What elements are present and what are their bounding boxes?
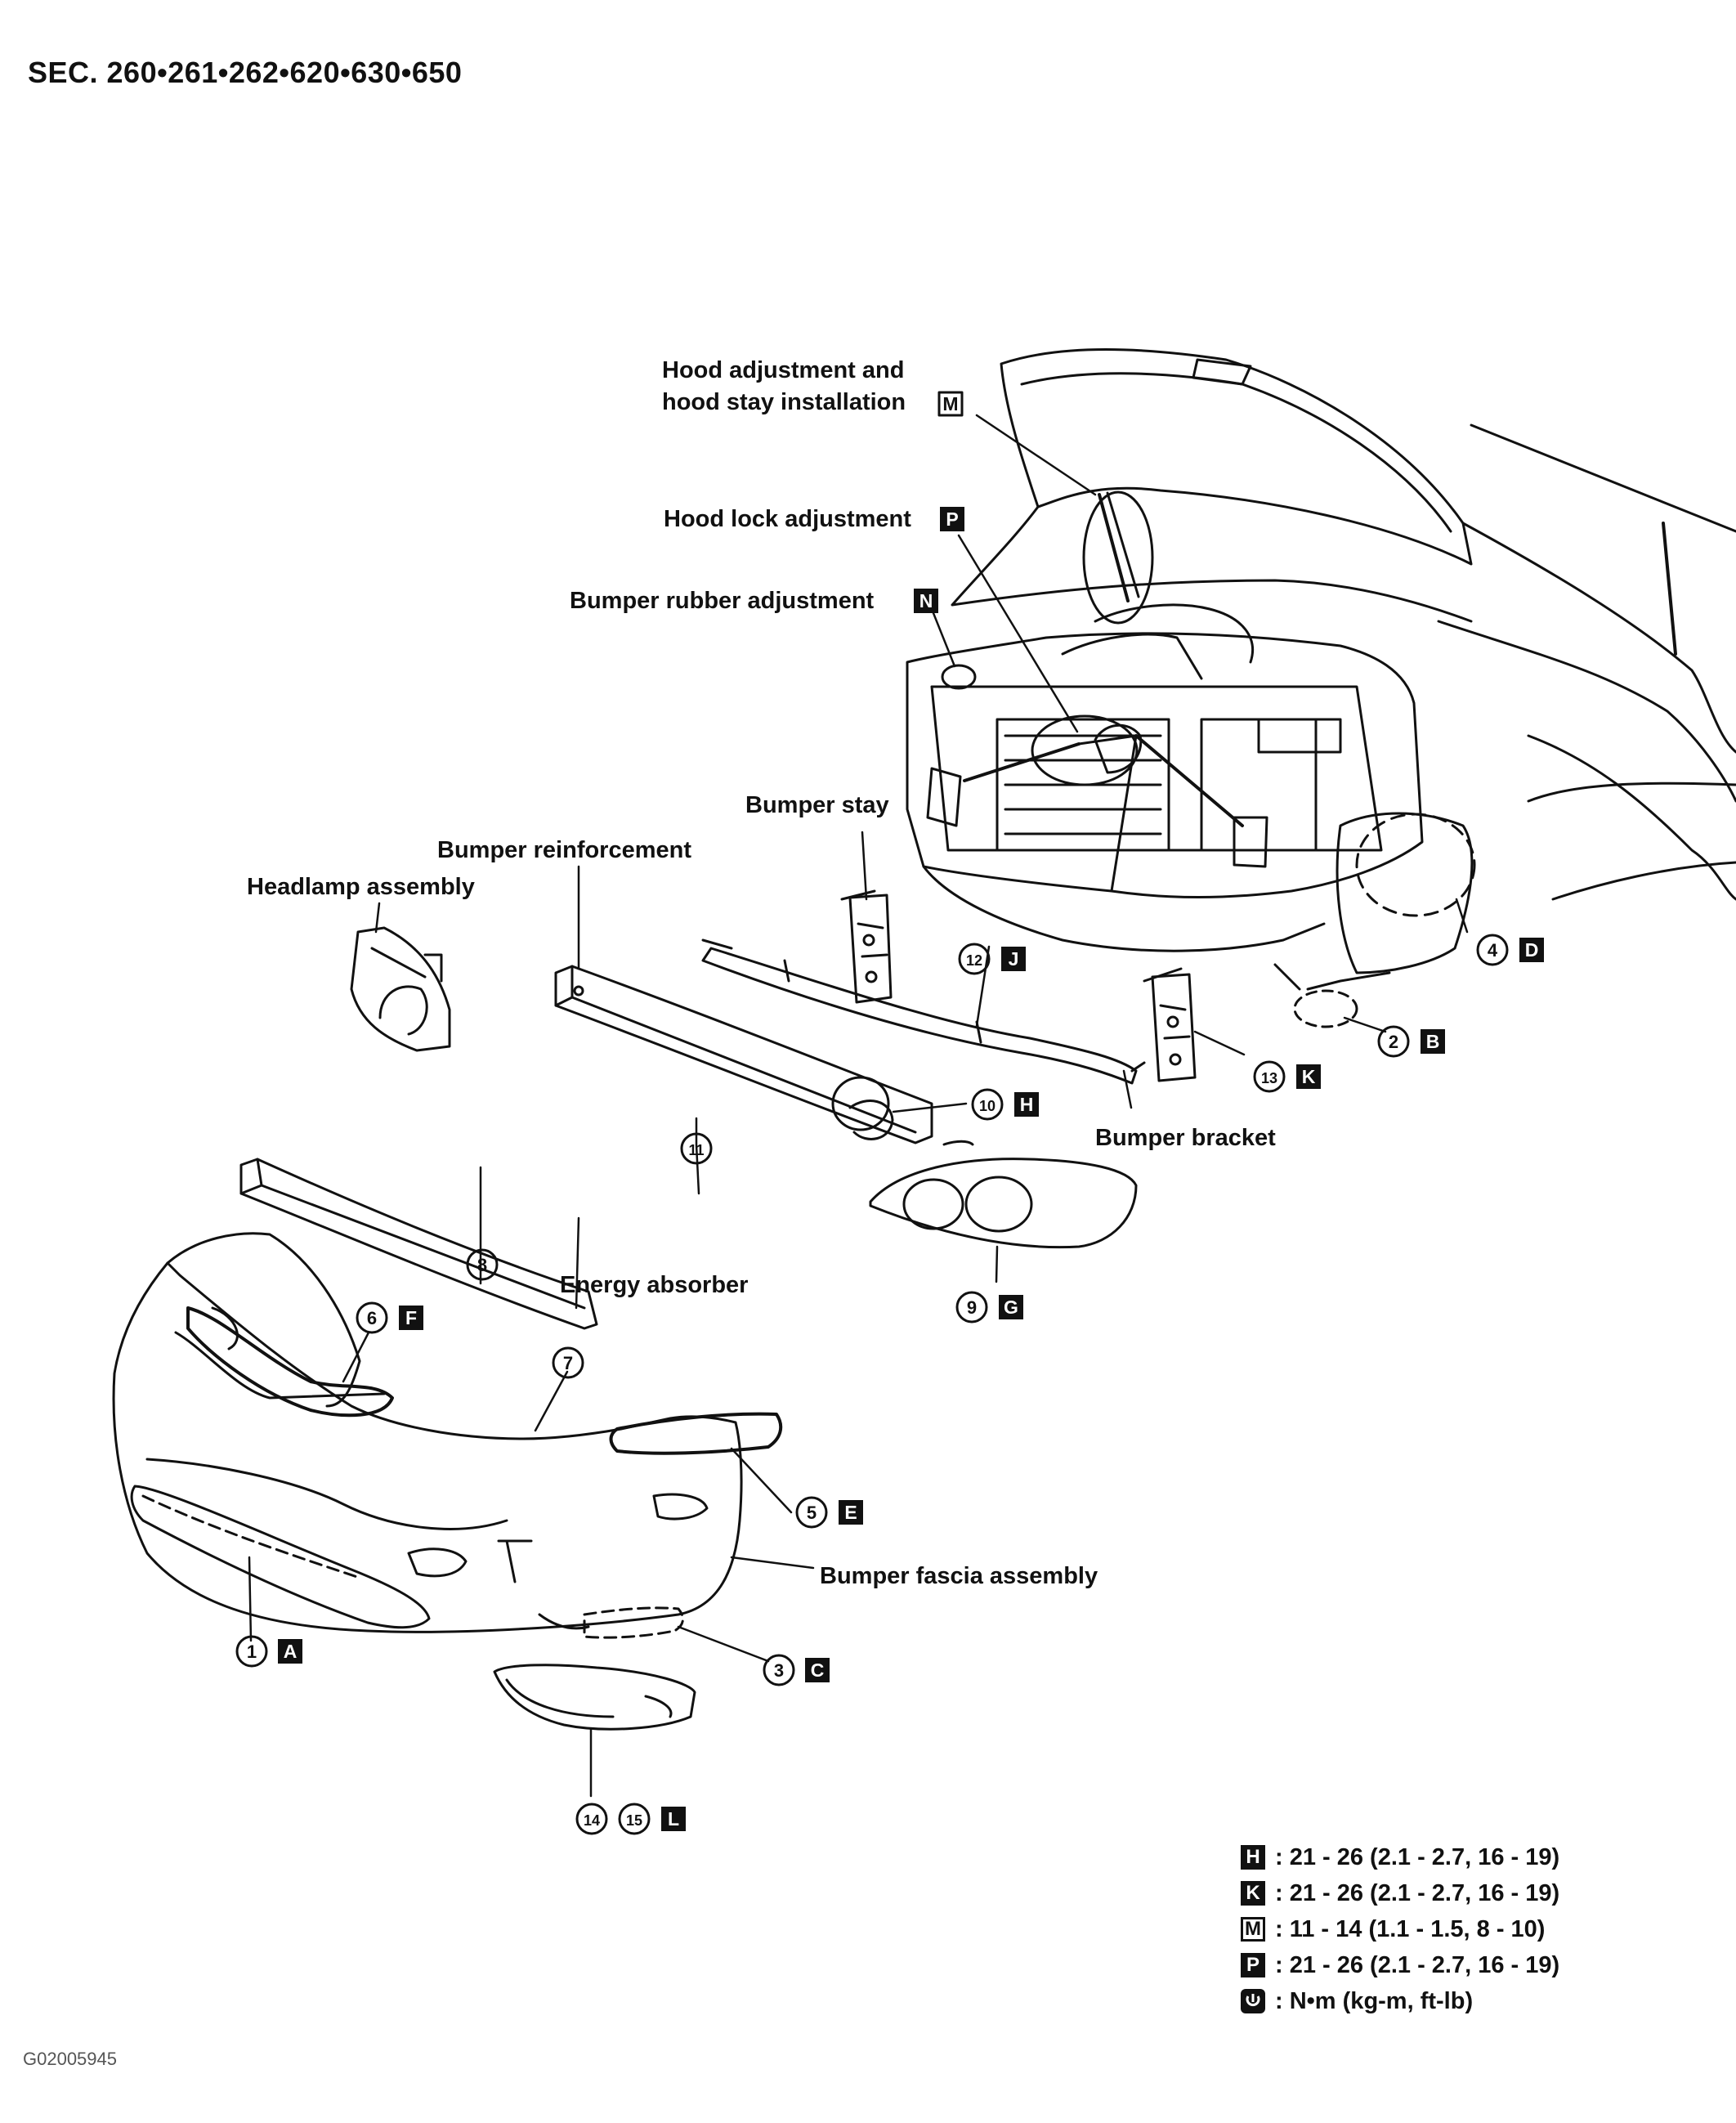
headlamp-assembly-right xyxy=(869,1140,1138,1249)
part-7-marker xyxy=(552,1346,584,1379)
letter-boxes xyxy=(278,391,1544,1831)
bumper-bracket xyxy=(701,938,1146,1085)
part-2-marker xyxy=(1377,1025,1410,1058)
legend-row: P : 21 - 26 (2.1 - 2.7, 16 - 19) xyxy=(1241,1947,1559,1983)
legend-value: : 11 - 14 (1.1 - 1.5, 8 - 10) xyxy=(1275,1915,1546,1942)
part-1-air-dam xyxy=(130,1485,431,1629)
part-4-highlight xyxy=(1355,813,1476,917)
part-1-number: 1 xyxy=(247,1642,257,1662)
part-9-letter: G xyxy=(1004,1297,1018,1318)
torque-legend: H : 21 - 26 (2.1 - 2.7, 16 - 19) K : 21 … xyxy=(1241,1839,1559,2019)
lock-key-letter: P xyxy=(946,508,958,530)
part-2-letter: B xyxy=(1426,1031,1440,1052)
part-13-marker xyxy=(1253,1060,1286,1093)
part-7-number: 7 xyxy=(563,1353,573,1373)
hood-adjustment-label-line2: hood stay installation xyxy=(662,389,906,415)
part-12-number: 12 xyxy=(966,952,982,969)
legend-units: : N•m (kg-m, ft-lb) xyxy=(1275,1987,1474,2014)
headlamp-assembly-label: Headlamp assembly xyxy=(247,874,475,900)
part-4-number: 4 xyxy=(1488,940,1498,961)
part-11-number: 11 xyxy=(688,1142,704,1158)
legend-key-h: H xyxy=(1241,1845,1265,1870)
part-4-marker xyxy=(1476,934,1509,966)
hood-adjustment-label-line1: Hood adjustment and xyxy=(662,357,905,383)
part-number-labels: 1 2 3 4 5 6 7 8 9 10 11 12 13 14 15 xyxy=(247,940,1498,1829)
part-10-number: 10 xyxy=(979,1098,996,1114)
part-1-letter: A xyxy=(284,1641,298,1662)
bumper-reinforcement-label: Bumper reinforcement xyxy=(437,837,692,863)
part-14-marker xyxy=(575,1803,608,1835)
hood-lock-label: Hood lock adjustment xyxy=(664,506,911,532)
part-13-letter: K xyxy=(1302,1066,1316,1087)
part-2-highlight xyxy=(1293,989,1358,1028)
figure-code: G02005945 xyxy=(23,2049,117,2069)
part-12-letter: J xyxy=(1009,948,1019,970)
hood-key-letter: M xyxy=(942,393,958,414)
bumper-rubber-label: Bumper rubber adjustment xyxy=(570,588,875,614)
part-3-letter: C xyxy=(811,1659,825,1681)
hood-stay-highlight xyxy=(1082,490,1154,625)
bumper-stay-left xyxy=(840,889,893,1004)
part-number-markers xyxy=(235,934,1509,1835)
part-13-number: 13 xyxy=(1261,1070,1277,1086)
legend-key-m: M xyxy=(1241,1917,1265,1942)
legend-key-p: P xyxy=(1241,1953,1265,1977)
bumper-bracket-label: Bumper bracket xyxy=(1095,1125,1276,1151)
part-5-molding xyxy=(609,1412,783,1455)
legend-row: : N•m (kg-m, ft-lb) xyxy=(1241,1983,1559,2019)
part-8-marker xyxy=(466,1248,499,1281)
part-10-letter: H xyxy=(1020,1094,1034,1115)
bumper-fascia-label: Bumper fascia assembly xyxy=(820,1563,1098,1589)
part-6-letter: F xyxy=(405,1307,417,1328)
bumper-fascia-assembly xyxy=(112,1232,743,1633)
part-1-marker xyxy=(235,1635,268,1668)
rubber-key-letter: N xyxy=(919,590,933,611)
part-9-marker xyxy=(955,1291,988,1324)
section-title: SEC. 260•261•262•620•630•650 xyxy=(28,56,463,89)
part-15-marker xyxy=(618,1803,651,1835)
torque-wrench-icon xyxy=(1241,1989,1265,2013)
part-6-molding xyxy=(186,1306,394,1418)
legend-value: : 21 - 26 (2.1 - 2.7, 16 - 19) xyxy=(1275,1951,1560,1978)
part-15-number: 15 xyxy=(626,1812,642,1829)
part-11-marker xyxy=(680,1132,713,1165)
part-4-letter: D xyxy=(1525,939,1539,961)
headlamp-assembly-left xyxy=(350,926,451,1052)
part-2-number: 2 xyxy=(1389,1032,1398,1052)
legend-value: : 21 - 26 (2.1 - 2.7, 16 - 19) xyxy=(1275,1843,1560,1870)
bumper-reinforcement xyxy=(554,965,933,1144)
part-6-number: 6 xyxy=(367,1308,377,1328)
part-6-marker xyxy=(356,1301,388,1334)
legend-row: H : 21 - 26 (2.1 - 2.7, 16 - 19) xyxy=(1241,1839,1559,1875)
bumper-stay-label: Bumper stay xyxy=(745,792,889,818)
letter-box-labels: A B C D E F G H J K L M P N xyxy=(284,393,1539,1830)
hood-lock-highlight xyxy=(1031,714,1139,786)
bumper-stay-right xyxy=(1143,967,1197,1082)
legend-key-k: K xyxy=(1241,1881,1265,1906)
part-15-letter: L xyxy=(668,1808,679,1830)
bumper-rubber-highlight xyxy=(941,664,977,690)
part-14-number: 14 xyxy=(584,1812,600,1829)
part-5-letter: E xyxy=(844,1502,857,1523)
part-10-marker xyxy=(971,1088,1004,1121)
legend-value: : 21 - 26 (2.1 - 2.7, 16 - 19) xyxy=(1275,1879,1560,1906)
energy-absorber xyxy=(239,1158,598,1330)
part-3-marker xyxy=(763,1654,795,1686)
vehicle-front-end xyxy=(906,348,1736,991)
part-12-marker xyxy=(958,943,991,975)
part-3-number: 3 xyxy=(774,1660,784,1681)
energy-absorber-label: Energy absorber xyxy=(560,1272,749,1298)
part-5-number: 5 xyxy=(807,1503,817,1523)
legend-row: M : 11 - 14 (1.1 - 1.5, 8 - 10) xyxy=(1241,1911,1559,1947)
legend-row: K : 21 - 26 (2.1 - 2.7, 16 - 19) xyxy=(1241,1875,1559,1911)
side-lamp-assembly xyxy=(493,1664,696,1731)
part-8-number: 8 xyxy=(477,1255,487,1275)
leader-lines xyxy=(248,414,1469,1798)
part-10-highlight xyxy=(831,1076,890,1131)
part-3-dashed xyxy=(583,1606,684,1639)
part-5-marker xyxy=(795,1496,828,1529)
part-9-number: 9 xyxy=(967,1297,977,1318)
